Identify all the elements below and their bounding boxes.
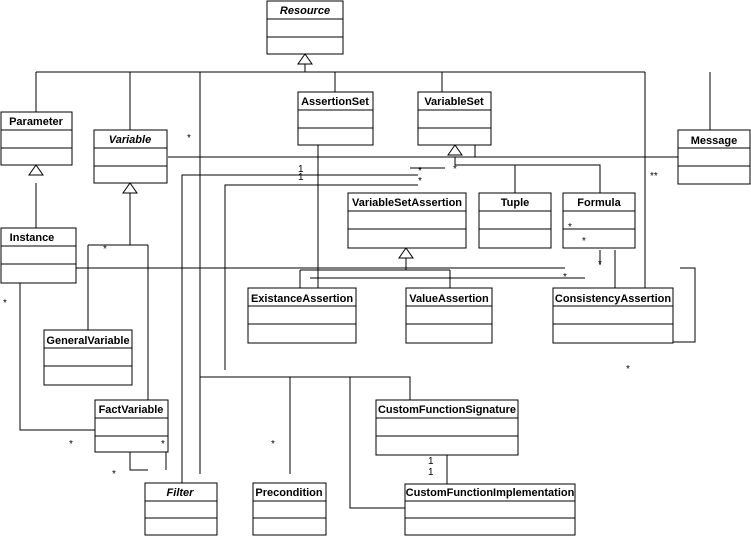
class-parameter: Parameter (0, 111, 73, 166)
class-variable-name: Variable (109, 134, 151, 146)
multiplicity-label: 1 (298, 172, 304, 183)
class-assertionset-name: AssertionSet (301, 96, 369, 108)
multiplicity-label: 1 (298, 164, 304, 175)
multiplicity-label: * (161, 439, 165, 450)
class-variable: Variable (93, 129, 168, 184)
resource-spine (199, 72, 411, 509)
class-resource: Resource (266, 0, 344, 55)
variableset-subclasses (454, 157, 601, 193)
class-filter-name: Filter (167, 487, 195, 499)
variable-subclasses (87, 193, 149, 400)
generalization-heads (28, 53, 463, 259)
class-factvariable-name: FactVariable (99, 404, 164, 416)
class-customfunctionimplementation-name: CustomFunctionImplementation (406, 487, 575, 499)
class-filter: Filter (144, 482, 218, 536)
class-tuple-name: Tuple (501, 197, 530, 209)
class-parameter-name: Parameter (9, 116, 64, 128)
variableset-assertion-association (224, 184, 418, 370)
class-formula-name: Formula (577, 197, 621, 209)
class-variableset: VariableSet (417, 91, 492, 146)
multiplicity-label: * (103, 244, 107, 255)
multiplicity-label: * (3, 298, 7, 309)
class-message: Message (677, 129, 751, 185)
class-consistencyassertion: ConsistencyAssertion (552, 287, 674, 344)
multiplicities: * 1 1 * * * ** * * * * * * * * * * * 1 1 (3, 133, 658, 480)
class-formula: Formula (562, 192, 636, 249)
variablesetassertion-subclasses (299, 258, 451, 288)
connectors (19, 62, 711, 509)
resource-generalization-arrowhead (297, 53, 313, 65)
multiplicity-label: * (69, 439, 73, 450)
parameter-generalization-arrowhead (28, 164, 44, 176)
class-instance: Instance (0, 227, 77, 284)
class-customfunctionimplementation: CustomFunctionImplementation (404, 483, 576, 536)
filter-factvariable-association (129, 452, 167, 471)
class-consistencyassertion-name: ConsistencyAssertion (555, 293, 671, 305)
multiplicity-label: * (271, 439, 275, 450)
class-generalvariable-name: GeneralVariable (46, 335, 129, 347)
multiplicity-label: * (453, 164, 457, 175)
multiplicity-label: ** (650, 171, 658, 182)
class-variableset-name: VariableSet (424, 96, 484, 108)
class-precondition-name: Precondition (255, 487, 323, 499)
class-instance-name: Instance (10, 232, 55, 244)
variable-variableset-association (181, 174, 418, 488)
multiplicity-label: 1 (428, 467, 434, 478)
message-variableset-association (410, 145, 476, 169)
class-tuple: Tuple (478, 192, 552, 249)
generalization-to-resource (35, 62, 711, 343)
class-variablesetassertion: VariableSetAssertion (347, 192, 467, 249)
multiplicity-label: * (563, 272, 567, 283)
class-customfunctionsignature: CustomFunctionSignature (375, 399, 519, 456)
class-resource-name: Resource (280, 5, 330, 17)
class-assertionset: AssertionSet (297, 91, 374, 146)
class-variablesetassertion-name: VariableSetAssertion (352, 197, 462, 209)
class-generalvariable: GeneralVariable (43, 329, 133, 386)
class-valueassertion-name: ValueAssertion (409, 293, 489, 305)
multiplicity-label: * (598, 259, 602, 270)
class-precondition: Precondition (252, 482, 327, 536)
multiplicity-label: * (582, 236, 586, 247)
class-valueassertion: ValueAssertion (405, 287, 493, 344)
multiplicity-label: * (418, 166, 422, 177)
class-message-name: Message (691, 135, 737, 147)
multiplicity-label: 1 (428, 456, 434, 467)
formula-consistency-association (599, 250, 616, 288)
variablesetassertion-generalization-arrowhead (398, 247, 414, 259)
multiplicity-label: * (568, 222, 572, 233)
multiplicity-label: * (187, 133, 191, 144)
multiplicity-label: * (626, 364, 630, 375)
variableset-generalization-arrowhead (447, 144, 463, 156)
variable-generalization-arrowhead (122, 182, 138, 194)
class-customfunctionsignature-name: CustomFunctionSignature (378, 404, 516, 416)
class-existanceassertion-name: ExistanceAssertion (251, 293, 353, 305)
class-existanceassertion: ExistanceAssertion (247, 287, 357, 344)
instance-to-factvariable (19, 283, 95, 431)
multiplicity-label: * (112, 469, 116, 480)
class-factvariable: FactVariable (94, 399, 169, 453)
multiplicity-label: * (418, 176, 422, 187)
